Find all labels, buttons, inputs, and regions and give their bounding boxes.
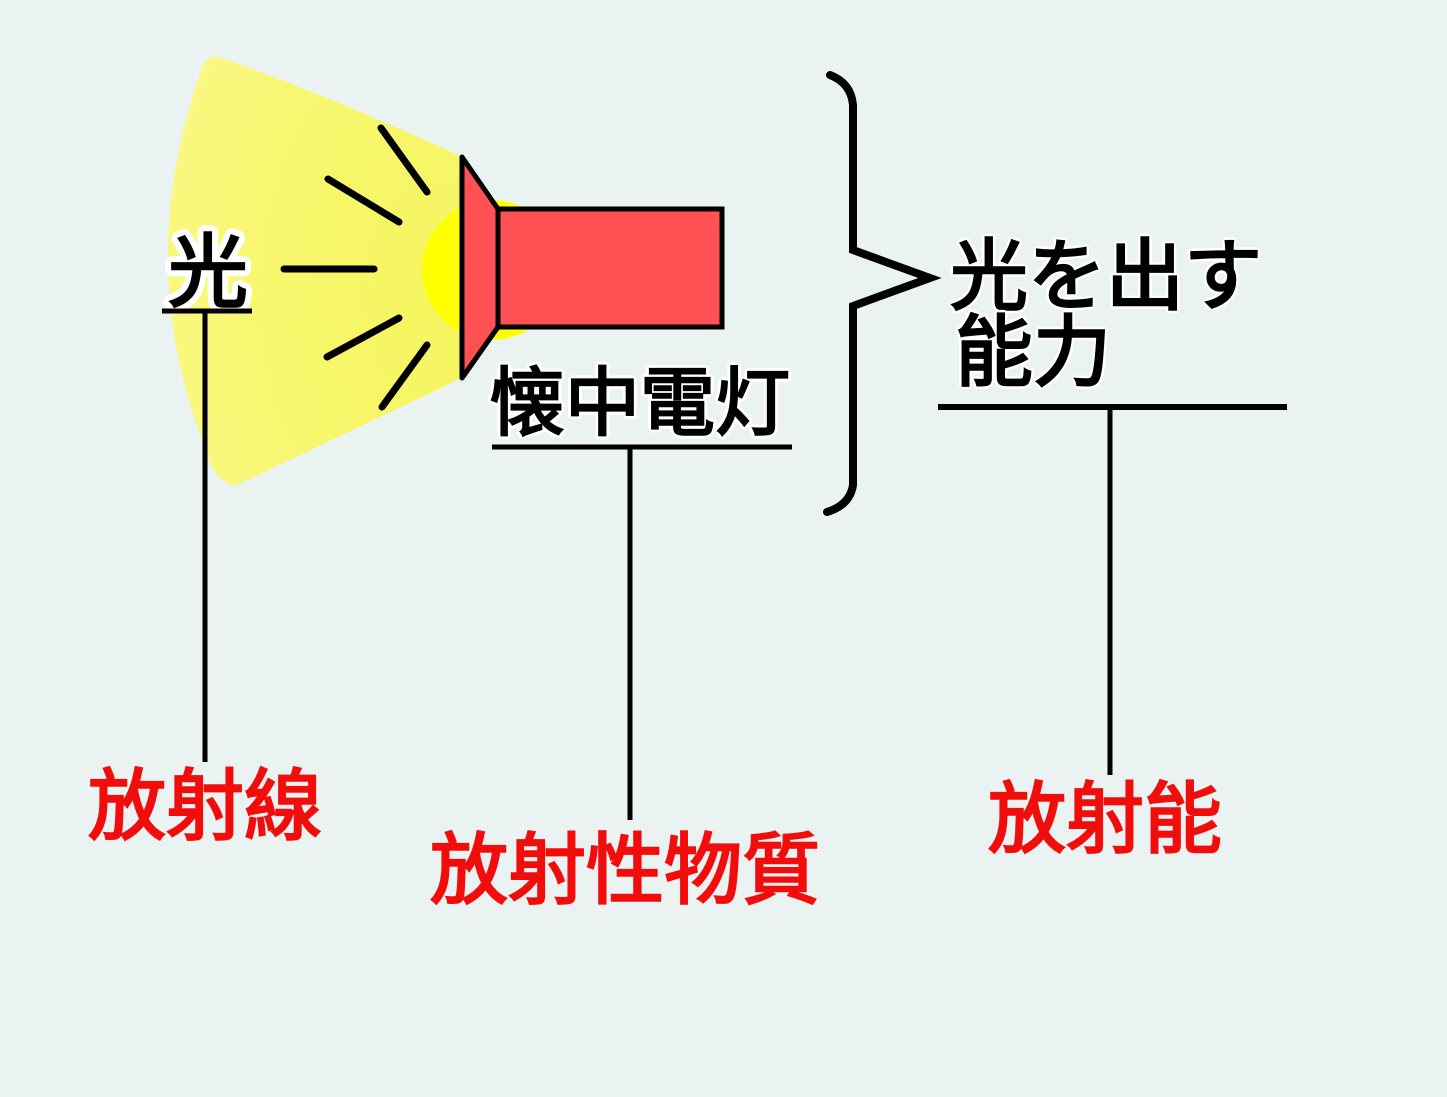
label-flashlight: 懐中電灯 — [490, 361, 790, 445]
label-radioactive-material: 放射性物質 — [430, 826, 820, 914]
light-ray — [378, 341, 431, 411]
flashlight-head — [459, 154, 501, 381]
label-radioactivity: 放射能 — [988, 775, 1222, 863]
brace — [823, 71, 942, 516]
label-ability-line1: 光を出す — [950, 232, 1262, 320]
label-light: 光 — [168, 228, 248, 317]
label-radiation: 放射線 — [88, 762, 322, 850]
light-ray — [324, 175, 403, 226]
light-ray — [377, 124, 431, 196]
light-ray — [323, 314, 403, 361]
flashlight-body — [495, 206, 725, 330]
label-ability-line2: 能力 — [955, 308, 1111, 396]
